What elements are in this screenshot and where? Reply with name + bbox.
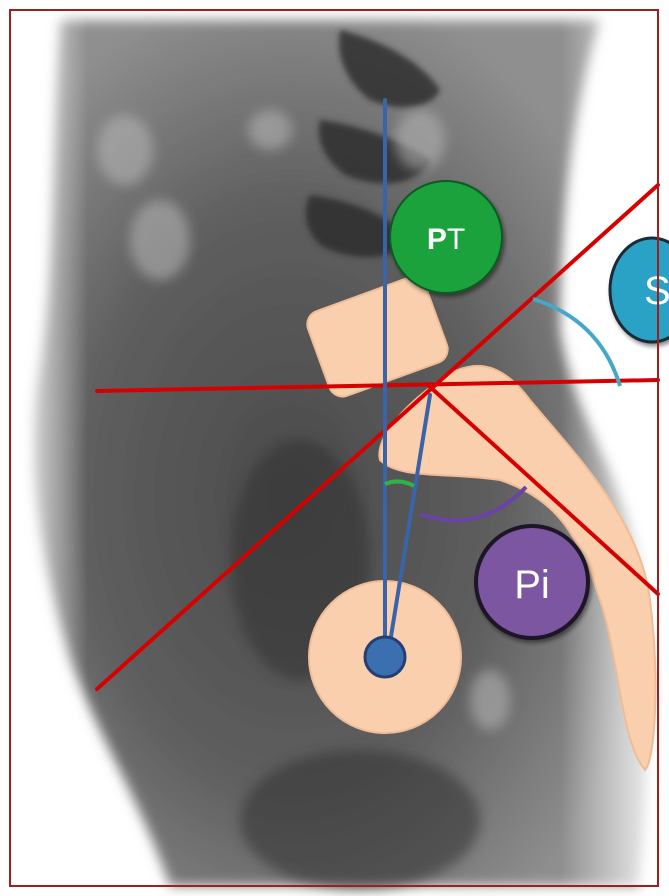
- pi-label: Pi: [514, 563, 550, 607]
- hip-center-dot: [365, 637, 405, 677]
- ss-label: S: [644, 269, 669, 313]
- pt-label: PT: [427, 223, 465, 256]
